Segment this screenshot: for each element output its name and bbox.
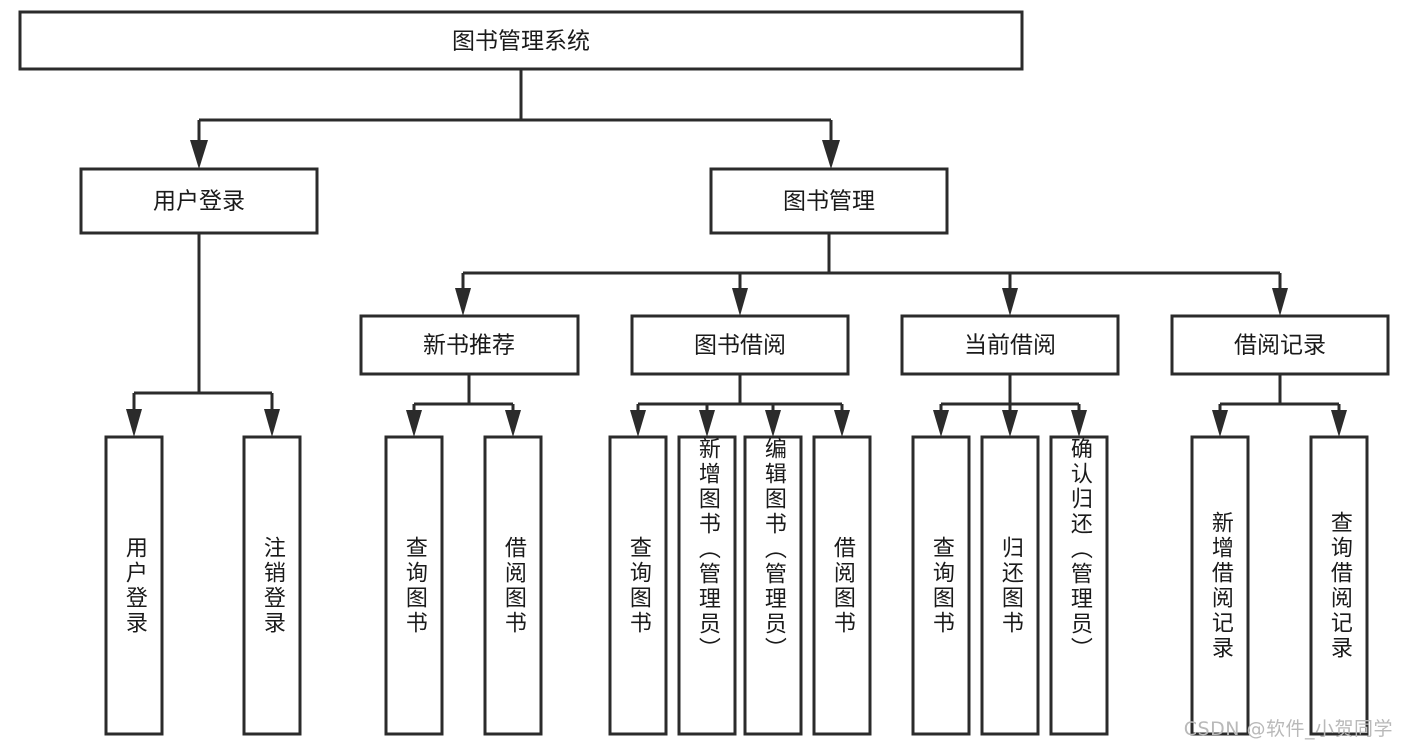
edge-group-root bbox=[190, 69, 840, 169]
node-leaf-logout-box[interactable] bbox=[242, 435, 302, 736]
node-new-book-rec[interactable]: 新书推荐 bbox=[359, 314, 580, 376]
node-user-login-label: 用户登录 bbox=[153, 189, 245, 215]
node-leaf-query-book-3-box[interactable] bbox=[911, 435, 971, 736]
node-borrow-record-box[interactable] bbox=[1170, 314, 1390, 376]
node-new-book-rec-box[interactable] bbox=[359, 314, 580, 376]
node-leaf-confirm-return-box[interactable] bbox=[1049, 435, 1109, 736]
node-current-borrow-box[interactable] bbox=[900, 314, 1120, 376]
node-borrow-record-label: 借阅记录 bbox=[1234, 333, 1326, 359]
arrow-head-leaf-confirm-return bbox=[1071, 410, 1087, 437]
node-leaf-borrow-book-2-box[interactable] bbox=[812, 435, 872, 736]
node-book-manage[interactable]: 图书管理 bbox=[709, 167, 949, 235]
arrow-head-leaf-return-book bbox=[1002, 410, 1018, 437]
arrow-head-book-borrow bbox=[732, 288, 748, 316]
node-leaf-user-login-box[interactable] bbox=[104, 435, 164, 736]
node-leaf-query-record-box[interactable] bbox=[1309, 435, 1369, 736]
node-new-book-rec-label: 新书推荐 bbox=[423, 333, 515, 359]
edge-group-borrow-record bbox=[1212, 374, 1347, 437]
node-current-borrow[interactable]: 当前借阅 bbox=[900, 314, 1120, 376]
node-book-manage-label: 图书管理 bbox=[783, 189, 875, 215]
node-leaf-query-book-1-box[interactable] bbox=[384, 435, 444, 736]
node-root-label: 图书管理系统 bbox=[452, 29, 590, 55]
arrow-head-leaf-query-record bbox=[1331, 410, 1347, 437]
edge-group-book-manage bbox=[455, 233, 1288, 316]
node-borrow-record[interactable]: 借阅记录 bbox=[1170, 314, 1390, 376]
node-leaf-return-book-box[interactable] bbox=[980, 435, 1040, 736]
arrow-head-leaf-query-book-1 bbox=[406, 410, 422, 437]
node-user-login[interactable]: 用户登录 bbox=[79, 167, 319, 235]
node-book-borrow-box[interactable] bbox=[630, 314, 850, 376]
arrow-head-leaf-logout bbox=[264, 409, 280, 437]
edge-group-current-borrow bbox=[933, 374, 1087, 437]
arrow-head-leaf-edit-book bbox=[765, 410, 781, 437]
arrow-head-leaf-query-book-2 bbox=[630, 410, 646, 437]
node-root[interactable]: 图书管理系统 bbox=[18, 10, 1024, 71]
arrow-head-leaf-borrow-book-2 bbox=[834, 410, 850, 437]
edge-group-new-book-rec bbox=[406, 374, 521, 437]
node-user-login-box[interactable] bbox=[79, 167, 319, 235]
arrow-head-leaf-add-record bbox=[1212, 410, 1228, 437]
node-current-borrow-label: 当前借阅 bbox=[964, 333, 1056, 359]
arrow-head-leaf-borrow-book-1 bbox=[505, 410, 521, 437]
node-leaf-query-book-2-box[interactable] bbox=[608, 435, 668, 736]
arrow-head-leaf-user-login bbox=[126, 409, 142, 437]
node-leaf-add-record-box[interactable] bbox=[1190, 435, 1250, 736]
node-leaf-borrow-book-1-box[interactable] bbox=[483, 435, 543, 736]
arrow-head-user-login bbox=[190, 140, 208, 169]
node-book-manage-box[interactable] bbox=[709, 167, 949, 235]
arrow-head-leaf-add-book bbox=[699, 410, 715, 437]
csdn-watermark: CSDN @软件_小贺同学 bbox=[1183, 718, 1393, 740]
arrow-head-leaf-query-book-3 bbox=[933, 410, 949, 437]
edge-group-user-login bbox=[126, 233, 280, 437]
node-leaf-add-book-box[interactable] bbox=[677, 435, 737, 736]
node-book-borrow-label: 图书借阅 bbox=[694, 333, 786, 359]
arrow-head-new-book-rec bbox=[455, 288, 471, 316]
node-book-borrow[interactable]: 图书借阅 bbox=[630, 314, 850, 376]
node-leaf-edit-book-box[interactable] bbox=[743, 435, 803, 736]
edge-group-book-borrow bbox=[630, 374, 850, 437]
arrow-head-borrow-record bbox=[1272, 288, 1288, 316]
arrow-head-current-borrow bbox=[1002, 288, 1018, 316]
arrow-head-book-manage bbox=[822, 140, 840, 169]
node-root-box[interactable] bbox=[18, 10, 1024, 71]
